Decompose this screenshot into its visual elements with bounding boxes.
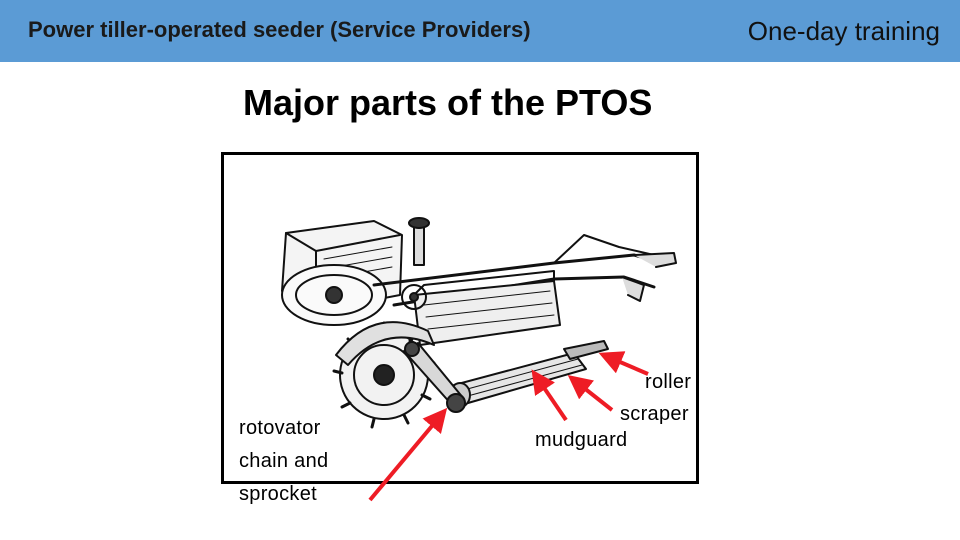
label-roller: roller bbox=[645, 371, 692, 393]
slide-title: Major parts of the PTOS bbox=[243, 82, 653, 123]
arrow-scraper bbox=[567, 375, 614, 412]
header-bar: Power tiller-operated seeder (Service Pr… bbox=[0, 0, 960, 62]
label-scraper: scraper bbox=[620, 403, 689, 425]
seeder-drawing bbox=[281, 217, 677, 429]
header-title: Power tiller-operated seeder (Service Pr… bbox=[28, 17, 531, 42]
arrow-roller bbox=[598, 351, 649, 376]
arrow-rotovator bbox=[368, 407, 448, 502]
label-rotovator-line3: sprocket bbox=[239, 483, 317, 505]
ptos-illustration bbox=[221, 152, 699, 484]
label-rotovator-line1: rotovator bbox=[239, 417, 321, 439]
arrow-mudguard bbox=[531, 369, 568, 422]
label-rotovator-line2: chain and bbox=[239, 450, 329, 472]
header-subtitle: One-day training bbox=[747, 16, 940, 46]
label-rotovator-chain-sprocket: rotovator chain and sprocket bbox=[239, 412, 369, 511]
label-mudguard: mudguard bbox=[535, 429, 628, 451]
